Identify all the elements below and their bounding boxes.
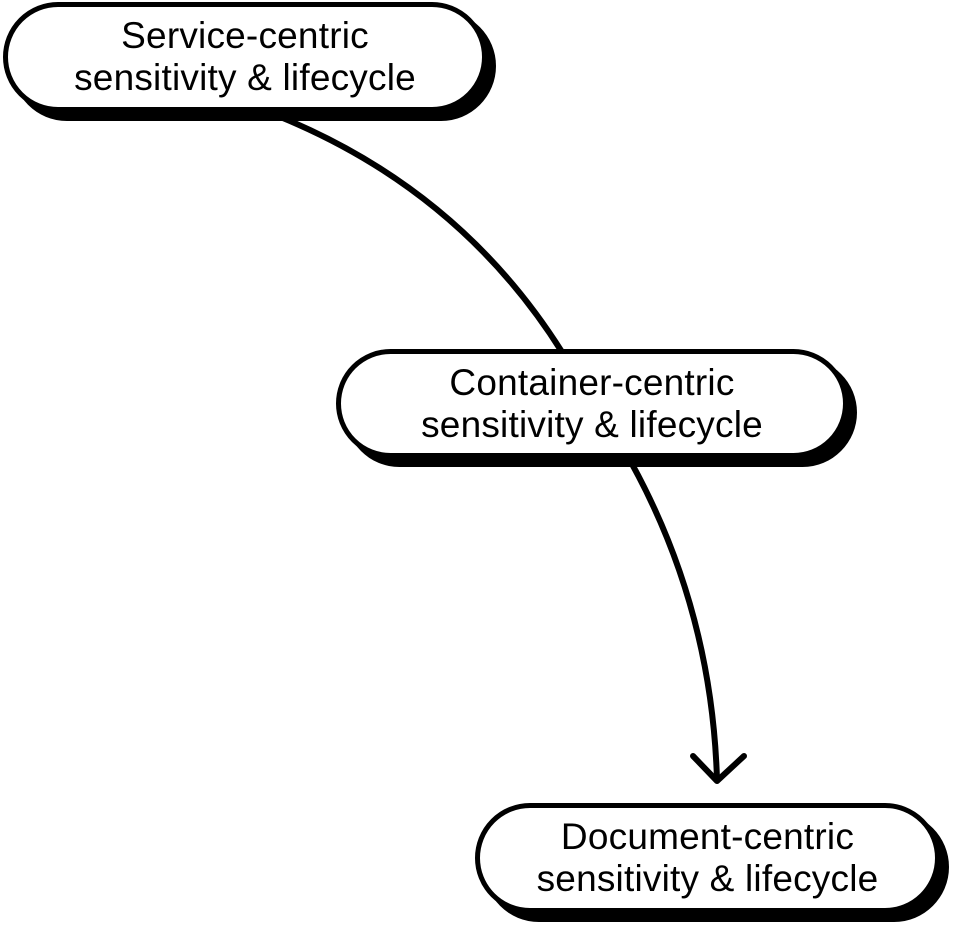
node-document-centric: Document-centric sensitivity & lifecycle	[475, 803, 940, 913]
connector-container-to-document	[629, 461, 720, 783]
node-document-line2: sensitivity & lifecycle	[536, 858, 879, 899]
arrowhead-icon	[690, 753, 747, 784]
connector-service-to-container	[275, 113, 565, 355]
node-service-line2: sensitivity & lifecycle	[74, 57, 416, 98]
node-container-centric: Container-centric sensitivity & lifecycl…	[336, 349, 848, 458]
node-container-line1: Container-centric	[449, 361, 735, 403]
node-document-line1: Document-centric	[560, 816, 855, 857]
node-service-line1: Service-centric	[121, 15, 369, 56]
node-service-centric: Service-centric sensitivity & lifecycle	[3, 2, 487, 112]
node-container-line2: sensitivity & lifecycle	[421, 403, 763, 445]
